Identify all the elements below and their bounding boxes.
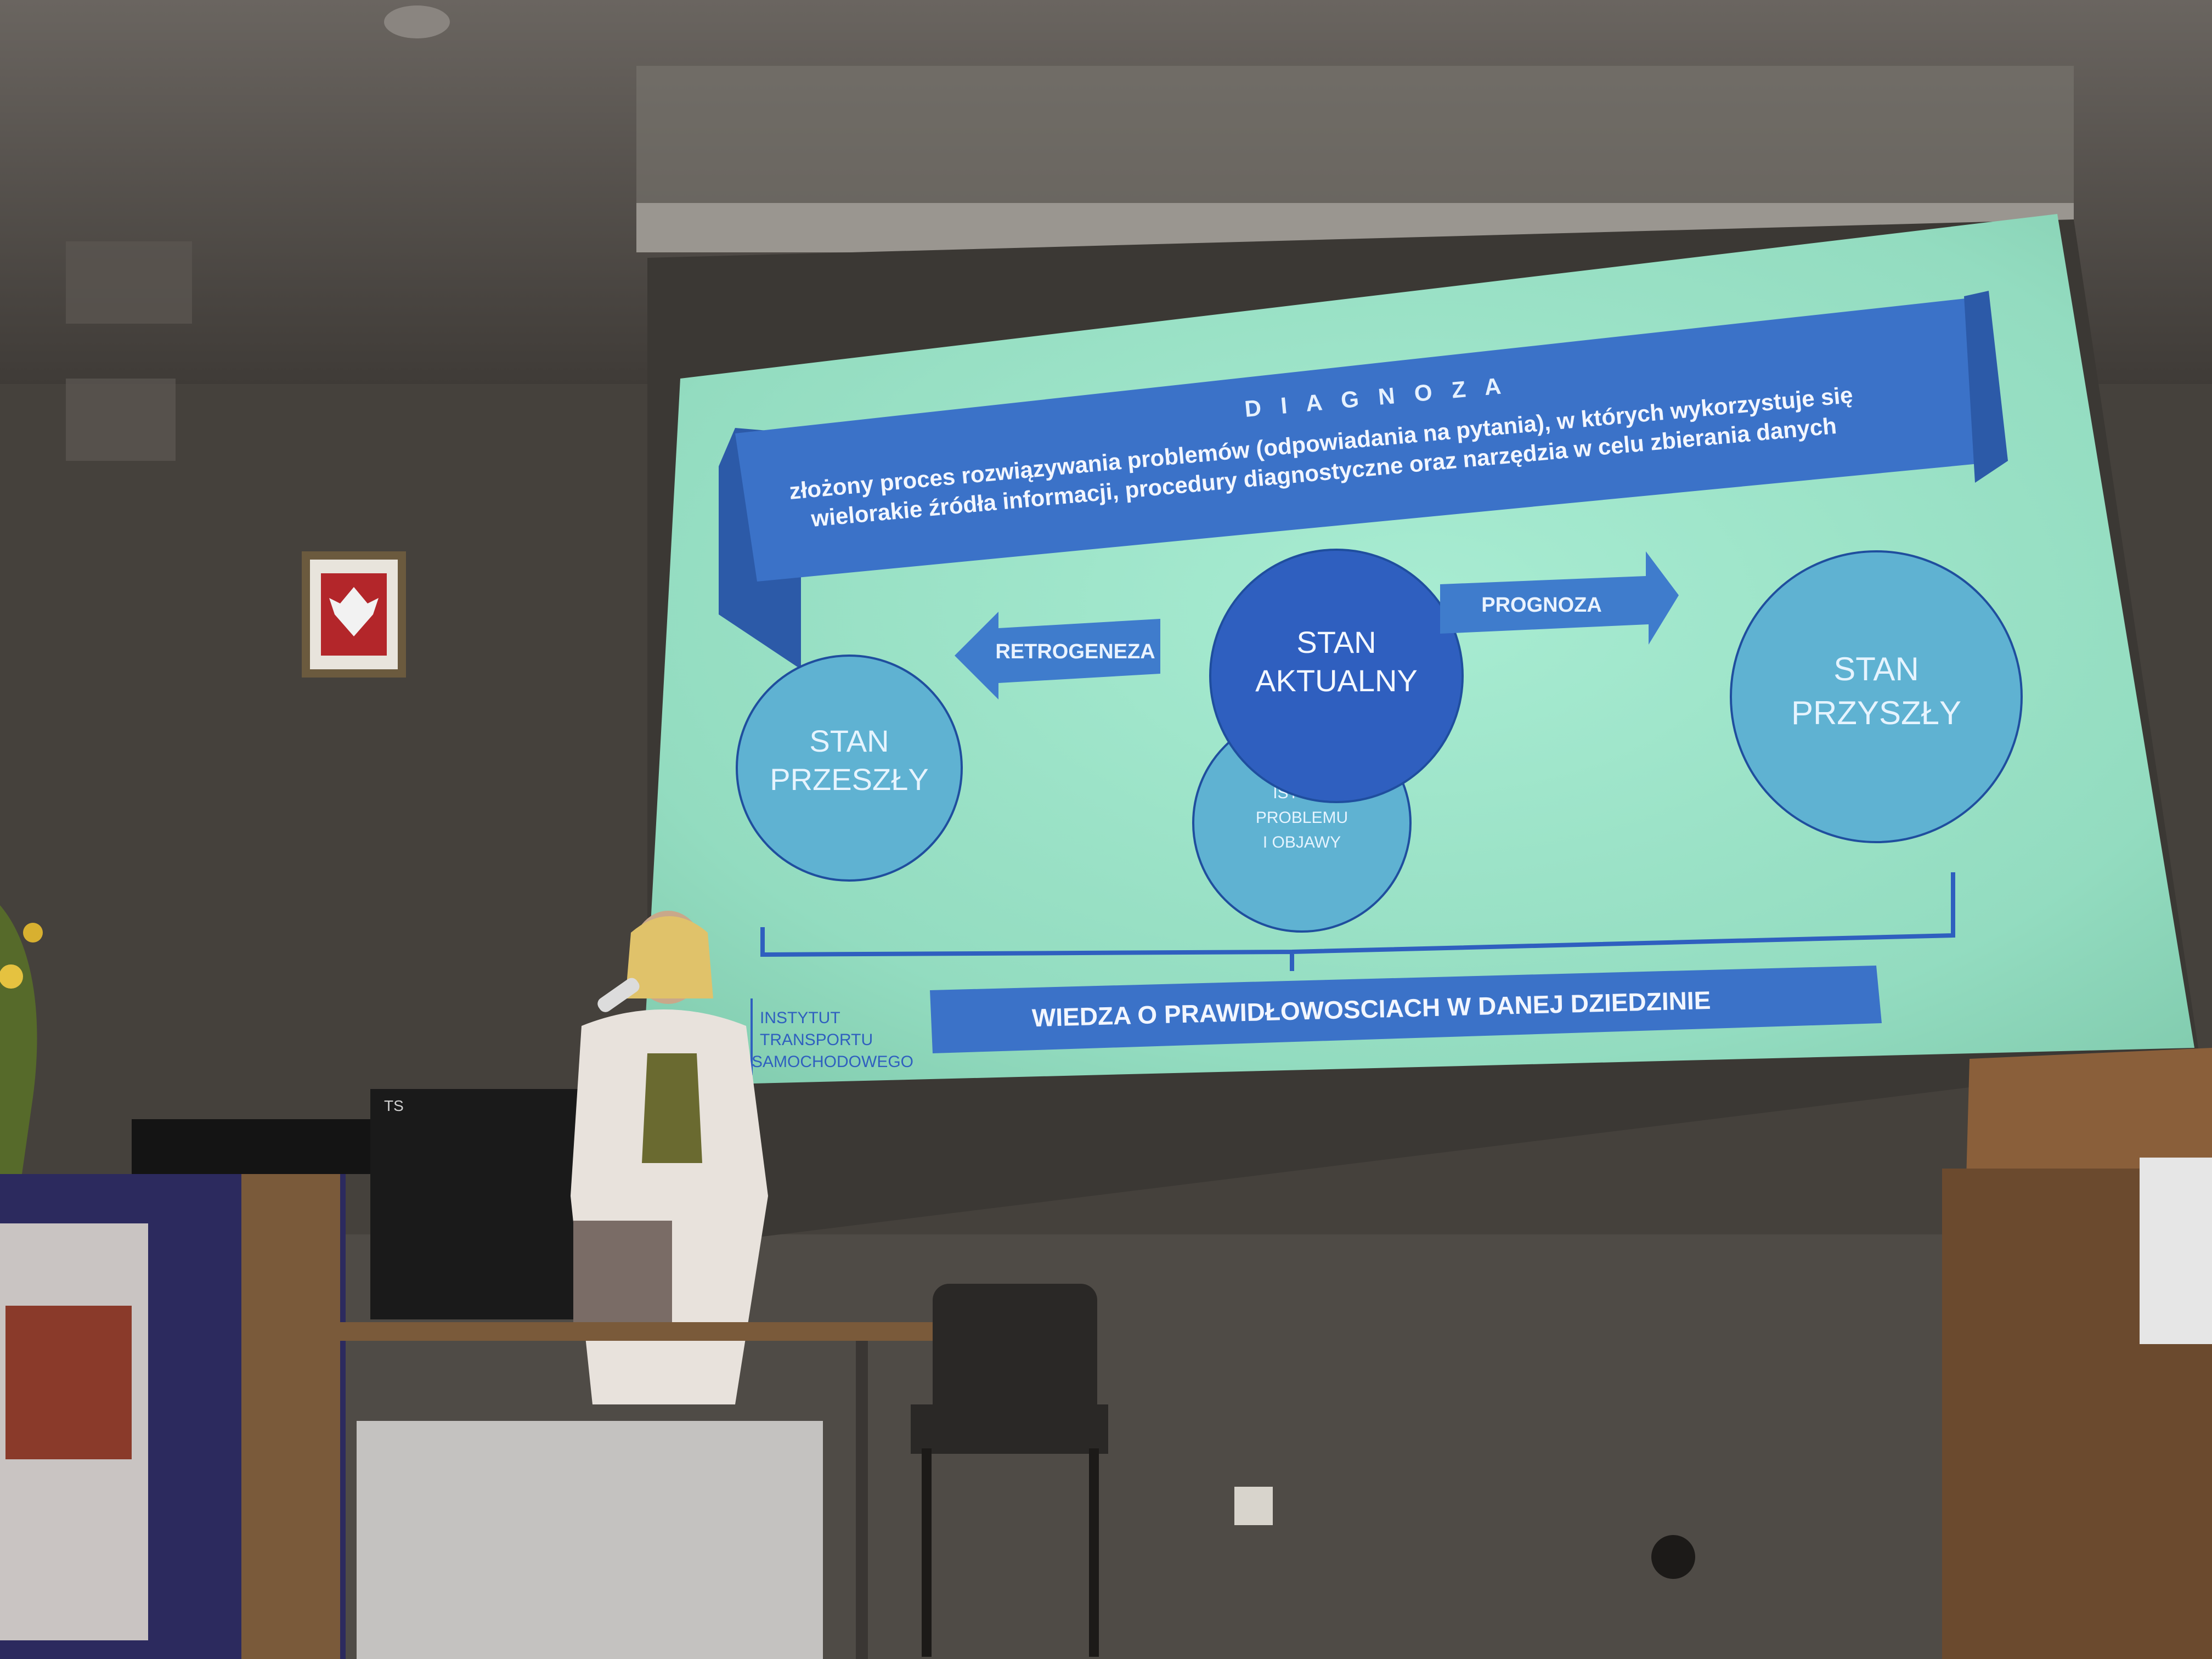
wall-socket — [1234, 1487, 1273, 1525]
arrow-retrogeneza: RETROGENEZA — [955, 612, 1160, 699]
desktop-computer: TS — [370, 1089, 579, 1319]
circle-stan-przeszly: STAN PRZESZŁY — [736, 654, 963, 882]
flower-plant — [0, 905, 43, 1174]
floor-outlet — [1651, 1535, 1695, 1579]
banner-right-fold — [1964, 291, 2008, 483]
stan-przyszly-line1: STAN — [1833, 651, 1919, 687]
brace-line — [760, 872, 1955, 971]
laptop — [573, 1221, 672, 1325]
speaker-top — [642, 1053, 702, 1163]
presenter-table — [340, 1322, 933, 1659]
stan-aktualny-line1: STAN — [1296, 625, 1376, 659]
wall-vents — [66, 241, 192, 461]
right-lectern — [1942, 1048, 2212, 1659]
ceiling-lamp — [384, 5, 450, 38]
institute-line2: TRANSPORTU — [760, 1031, 873, 1049]
arrow-prognoza: PROGNOZA — [1440, 551, 1679, 645]
monitor — [132, 1119, 390, 1174]
stan-przeszly-line2: PRZESZŁY — [770, 762, 928, 797]
retrogeneza-label: RETROGENEZA — [995, 640, 1155, 663]
diagnoza-banner: D I A G N O Z A złożony proces rozwiązyw… — [719, 291, 2008, 669]
wiedza-bar: WIEDZA O PRAWIDŁOWOSCIACH W DANEJ DZIEDZ… — [930, 966, 1882, 1053]
microphone-icon — [597, 978, 640, 1012]
circle-stan-przyszly: STAN PRZYSZŁY — [1730, 550, 2023, 843]
stan-aktualny-line2: AKTUALNY — [1255, 663, 1418, 698]
left-lectern — [0, 1174, 346, 1659]
banner-body — [735, 296, 2008, 582]
institute-line3: SAMOCHODOWEGO — [752, 1053, 913, 1071]
chair — [911, 1284, 1108, 1657]
istota-line3: I OBJAWY — [1263, 833, 1341, 851]
institute-logo: INSTYTUT TRANSPORTU SAMOCHODOWEGO — [751, 998, 913, 1075]
institute-line1: INSTYTUT — [760, 1009, 840, 1027]
prognoza-label: PROGNOZA — [1481, 594, 1602, 617]
speaker-hair — [625, 916, 713, 998]
polish-emblem — [302, 551, 406, 678]
circle-stan-aktualny: STAN AKTUALNY — [1209, 549, 1464, 803]
istota-line2: PROBLEMU — [1256, 809, 1348, 827]
stan-przeszly-line1: STAN — [809, 724, 889, 758]
computer-brand: TS — [384, 1097, 404, 1114]
stan-przyszly-line2: PRZYSZŁY — [1791, 695, 1961, 731]
